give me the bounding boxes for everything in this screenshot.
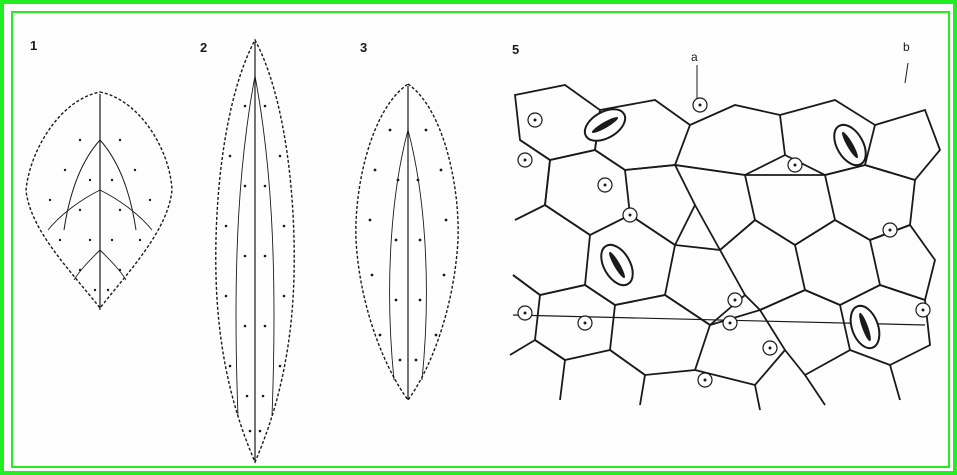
leaf-3-drawing (350, 80, 465, 405)
stomata (579, 103, 884, 352)
cell-walls (510, 85, 940, 410)
stoma-4 (845, 302, 884, 352)
panel-label-1: 1 (30, 38, 37, 53)
leaf-2-drawing (200, 36, 310, 466)
leaf-1-drawing (20, 80, 180, 320)
annotation-b: b (903, 40, 910, 54)
epidermis-drawing (505, 55, 945, 415)
annotation-a: a (691, 50, 698, 64)
panel-label-3: 3 (360, 40, 367, 55)
stoma-3 (595, 239, 640, 290)
